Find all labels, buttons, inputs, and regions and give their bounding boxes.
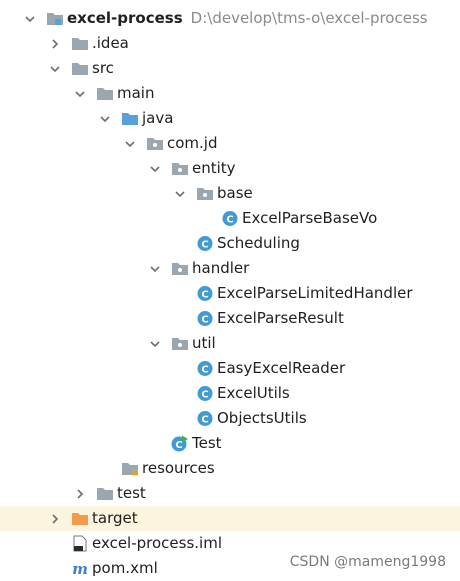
tree-item-entity[interactable]: entity [0,156,460,181]
tree-item-label: entity [192,159,236,177]
tree-item-src[interactable]: src [0,56,460,81]
tree-item-label: base [217,184,253,202]
chevron-down-icon[interactable] [123,131,137,156]
tree-item-excelparselimitedhandler[interactable]: C ExcelParseLimitedHandler [0,281,460,306]
tree-item-label: test [117,484,146,502]
tree-item-label: EasyExcelReader [217,359,346,377]
class-icon: C [196,385,214,402]
tree-item-excelparsebasevo[interactable]: C ExcelParseBaseVo [0,206,460,231]
package-icon [146,135,164,152]
chevron-right-icon[interactable] [73,481,87,506]
tree-item-objectsutils[interactable]: C ObjectsUtils [0,406,460,431]
tree-item-scheduling[interactable]: C Scheduling [0,231,460,256]
tree-item-easyexcelreader[interactable]: C EasyExcelReader [0,356,460,381]
watermark: CSDN @mameng1998 [289,554,446,570]
tree-item--idea[interactable]: .idea [0,31,460,56]
svg-text:C: C [201,315,208,326]
class-icon: C [196,410,214,427]
tree-item-label: src [92,59,114,77]
resources-folder-icon [121,460,139,477]
svg-text:C: C [201,240,208,251]
tree-item-resources[interactable]: resources [0,456,460,481]
package-icon [171,335,189,352]
tree-item-label: handler [192,259,250,277]
folder-icon [71,35,89,52]
tree-item-label: main [117,84,155,102]
class-icon: C [196,285,214,302]
tree-item-label: resources [142,459,215,477]
tree-item-java[interactable]: java [0,106,460,131]
tree-item-util[interactable]: util [0,331,460,356]
svg-text:C: C [201,290,208,301]
tree-item-label: target [92,509,138,527]
class-icon: C [196,235,214,252]
module-folder-icon [46,10,64,27]
svg-text:C: C [201,415,208,426]
chevron-down-icon[interactable] [173,181,187,206]
chevron-right-icon[interactable] [48,506,62,531]
chevron-down-icon[interactable] [98,106,112,131]
tree-item-com-jd[interactable]: com.jd [0,131,460,156]
project-path: D:\develop\tms-o\excel-process [190,9,428,27]
tree-item-label: java [142,109,174,127]
chevron-down-icon[interactable] [148,156,162,181]
source-folder-icon [121,110,139,127]
maven-file-icon: m [71,560,89,577]
tree-item-label: util [192,334,216,352]
excluded-folder-icon [71,510,89,527]
chevron-down-icon[interactable] [73,81,87,106]
chevron-down-icon[interactable] [148,256,162,281]
tree-item-excelutils[interactable]: C ExcelUtils [0,381,460,406]
iml-file-icon [71,535,89,552]
runnable-class-icon: C [171,435,189,452]
svg-text:C: C [201,365,208,376]
chevron-right-icon[interactable] [48,31,62,56]
tree-item-label: ExcelParseLimitedHandler [217,284,413,302]
folder-icon [96,485,114,502]
package-icon [196,185,214,202]
chevron-down-icon[interactable] [148,331,162,356]
tree-item-label: Test [192,434,222,452]
tree-item-label: ExcelParseBaseVo [242,209,378,227]
tree-item-excel-process-iml[interactable]: excel-process.iml [0,531,460,556]
tree-item-handler[interactable]: handler [0,256,460,281]
tree-item-target[interactable]: target [0,506,460,531]
chevron-down-icon[interactable] [23,6,37,31]
class-icon: C [196,310,214,327]
tree-item-label: Scheduling [217,234,300,252]
folder-icon [71,60,89,77]
svg-text:C: C [175,440,182,451]
package-icon [171,160,189,177]
tree-item-label: .idea [92,34,129,52]
tree-item-label: excel-process.iml [92,534,222,552]
tree-item-label: com.jd [167,134,218,152]
class-icon: C [221,210,239,227]
class-icon: C [196,360,214,377]
tree-item-label: ExcelUtils [217,384,290,402]
package-icon [171,260,189,277]
tree-item-main[interactable]: main [0,81,460,106]
svg-text:C: C [201,390,208,401]
tree-item-label: pom.xml [92,559,158,577]
chevron-down-icon[interactable] [48,56,62,81]
tree-item-label: ObjectsUtils [217,409,307,427]
tree-item-base[interactable]: base [0,181,460,206]
svg-text:m: m [72,560,88,577]
tree-item-test[interactable]: test [0,481,460,506]
svg-text:C: C [226,215,233,226]
tree-item-test[interactable]: C Test [0,431,460,456]
tree-item-label: ExcelParseResult [217,309,344,327]
tree-item-excelparseresult[interactable]: C ExcelParseResult [0,306,460,331]
folder-icon [96,85,114,102]
